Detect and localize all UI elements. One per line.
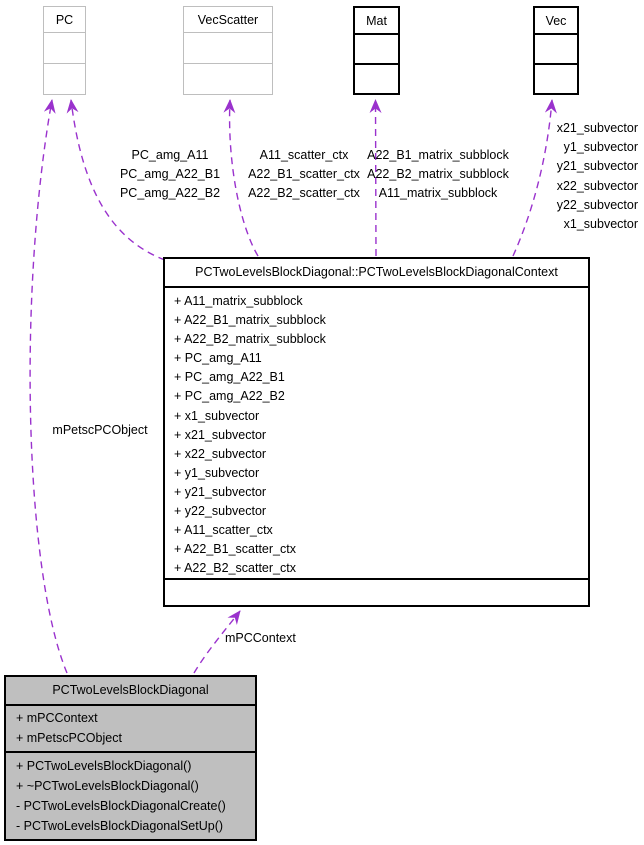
class-mat-methods-compartment [355, 63, 398, 93]
main-attribute: + mPCContext [16, 711, 98, 725]
edge-label: x22_subvector [556, 178, 638, 193]
context-attribute: + x21_subvector [174, 427, 267, 442]
class-vec-methods-compartment [535, 63, 577, 93]
context-attribute: + PC_amg_A11 [174, 351, 262, 366]
class-mat-attributes-compartment [355, 33, 398, 63]
class-title-vecscatter: VecScatter [197, 13, 259, 27]
main-attribute: + mPetscPCObject [16, 730, 122, 745]
context-attribute: + y21_subvector [174, 484, 267, 499]
edge-label: y22_subvector [556, 197, 638, 212]
context-attribute: + y1_subvector [174, 465, 260, 480]
class-title-mat: Mat [366, 14, 387, 28]
class-box-vecscatter[interactable]: VecScatter [183, 6, 273, 95]
main-method: + PCTwoLevelsBlockDiagonal() [16, 759, 192, 773]
edge-label-mpetscpcobject: mPetscPCObject [52, 423, 148, 437]
edge-label: A11_matrix_subblock [378, 186, 498, 201]
class-box-pc[interactable]: PC [43, 6, 86, 95]
class-title-pctwolevelsblockdiagonal: PCTwoLevelsBlockDiagonal [52, 683, 209, 697]
class-context-methods-compartment [165, 578, 588, 605]
edge-label: y1_subvector [563, 140, 638, 155]
context-attribute: + y22_subvector [174, 504, 267, 519]
class-main-attributes-compartment: + mPCContext + mPetscPCObject [6, 704, 255, 751]
class-vec-attributes-compartment [535, 33, 577, 63]
edge-label: PC_amg_A11 [131, 148, 209, 162]
edge-label-mpccontext: mPCContext [225, 631, 296, 645]
edge-labels-subvector: x21_subvector y1_subvector y21_subvector x2… [545, 119, 638, 234]
main-method: - PCTwoLevelsBlockDiagonalSetUp() [16, 819, 224, 833]
edge-label: x1_subvector [563, 217, 638, 232]
context-attribute: + A22_B1_matrix_subblock [174, 313, 326, 328]
main-method: - PCTwoLevelsBlockDiagonalCreate() [16, 799, 226, 813]
edge-label: A22_B2_scatter_ctx [248, 186, 360, 201]
context-attribute: + A11_scatter_ctx [174, 523, 273, 538]
edge-label: A22_B2_matrix_subblock [367, 167, 509, 182]
class-vecscatter-methods-compartment [184, 63, 272, 94]
class-title-pc: PC [55, 13, 74, 27]
context-attribute: + x22_subvector [174, 446, 267, 461]
class-main-methods-compartment: + PCTwoLevelsBlockDiagonal() + ~PCTwoLeve… [6, 751, 255, 839]
edge-label: y21_subvector [556, 159, 638, 174]
context-attribute: + PC_amg_A22_B1 [174, 370, 285, 385]
class-box-pctwolevelsblockdiagonal[interactable]: PCTwoLevelsBlockDiagonal + mPCContext+ m… [4, 675, 257, 841]
edge-main-to-pc [29, 99, 68, 674]
edge-label: PC_amg_A22_B1 [119, 167, 221, 182]
class-pc-attributes-compartment [44, 32, 85, 63]
class-box-mat[interactable]: Mat [353, 6, 400, 95]
class-box-context[interactable]: PCTwoLevelsBlockDiagonal::PCTwoLevelsBlo… [163, 257, 590, 607]
class-title-context: PCTwoLevelsBlockDiagonal::PCTwoLevelsBlo… [165, 259, 588, 288]
context-attribute: + A22_B2_scatter_ctx [174, 561, 296, 576]
context-attribute: + x1_subvector [174, 408, 260, 423]
class-title-vec: Vec [545, 14, 567, 28]
edge-label: PC_amg_A22_B2 [119, 186, 221, 201]
context-attribute: + PC_amg_A22_B2 [174, 389, 285, 404]
edge-label: A22_B1_scatter_ctx [248, 167, 360, 182]
context-attribute: + A22_B1_scatter_ctx [174, 542, 296, 557]
class-box-vec[interactable]: Vec [533, 6, 579, 95]
edge-label: x21_subvector [556, 121, 638, 135]
class-context-attributes-compartment: + A11_matrix_subblock + A22_B1_matrix_sub… [165, 288, 588, 578]
context-attribute: + A22_B2_matrix_subblock [174, 332, 326, 347]
edge-label: A11_scatter_ctx [259, 148, 349, 162]
context-attribute: + A11_matrix_subblock [174, 294, 303, 308]
edge-label: A22_B1_matrix_subblock [367, 148, 509, 162]
class-vecscatter-attributes-compartment [184, 32, 272, 63]
main-method: + ~PCTwoLevelsBlockDiagonal() [16, 779, 199, 793]
class-pc-methods-compartment [44, 63, 85, 94]
